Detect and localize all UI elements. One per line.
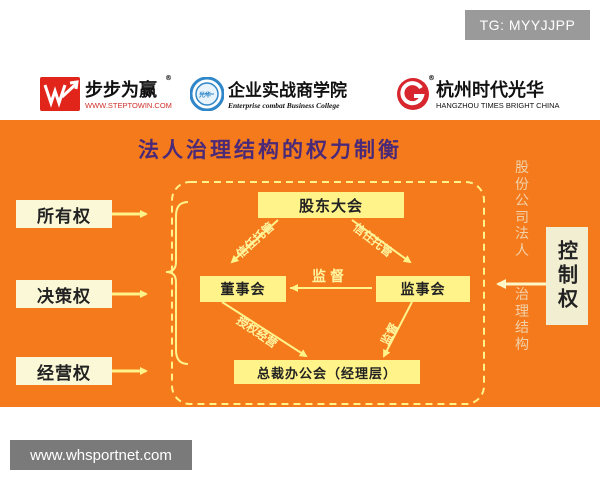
vertical-char: 结	[515, 320, 529, 337]
shareholders-meeting-node: 股东大会	[258, 192, 404, 218]
logo-bar: 步步为赢 ® WWW.STEPTOWIN.COM 光华 企业实战商学院 Ente…	[40, 74, 580, 114]
guanghua-subtitle: HANGZHOU TIMES BRIGHT CHINA	[436, 101, 560, 110]
guanghua-title: 杭州时代光华	[436, 80, 544, 101]
steptowin-url: WWW.STEPTOWIN.COM	[85, 101, 172, 110]
vertical-gap	[506, 259, 538, 287]
steptowin-emblem-icon	[40, 77, 80, 111]
vertical-char: 司	[515, 209, 529, 226]
arrow-shareholders-board	[230, 219, 279, 264]
supervisory-board-node: 监事会	[376, 276, 470, 302]
guanghua-registered: ®	[428, 74, 435, 82]
school-emblem-text: 光华	[199, 92, 212, 99]
vertical-char: 人	[515, 242, 529, 259]
diagram-title: 法人治理结构的权力制衡	[138, 138, 402, 162]
vertical-char: 治	[515, 287, 529, 304]
school-logo: 光华 企业实战商学院 Enterprise combat Business Co…	[190, 74, 390, 114]
steptowin-registered: ®	[165, 74, 172, 82]
diagram-lines	[112, 181, 546, 405]
management-node: 总裁办公会（经理层）	[234, 360, 420, 384]
steptowin-logo: 步步为赢 ® WWW.STEPTOWIN.COM	[40, 74, 180, 114]
governance-diagram: 法人治理结构的权力制衡 所有权 决策权 经营权 股东大会 董事会 监事会 总裁办…	[0, 120, 600, 407]
arrow-supervisors-management	[383, 301, 413, 358]
vertical-char: 法	[515, 226, 529, 243]
vertical-caption: 股 份 公 司 法 人 治 理 结 构	[506, 160, 538, 353]
vertical-char: 理	[515, 303, 529, 320]
decision-box: 决策权	[16, 280, 112, 308]
watermark-tag: TG: MYYJJPP	[465, 10, 590, 40]
source-url-tag: www.whsportnet.com	[10, 440, 192, 470]
dashed-frame	[171, 181, 485, 405]
guanghua-logo: 杭州时代光华 ® HANGZHOU TIMES BRIGHT CHINA	[396, 74, 580, 114]
arrow-board-management	[221, 301, 308, 358]
school-emblem-icon	[190, 77, 224, 111]
arrow-shareholders-supervisors	[351, 219, 412, 264]
vertical-char: 股	[515, 160, 529, 176]
board-of-directors-node: 董事会	[200, 276, 286, 302]
vertical-char: 公	[515, 193, 529, 210]
vertical-char: 构	[515, 336, 529, 353]
control-rights-box: 控制权	[546, 227, 588, 325]
ownership-box: 所有权	[16, 200, 112, 228]
left-brace	[165, 201, 189, 365]
steptowin-title: 步步为赢	[85, 80, 157, 101]
label-supervise-center: 监督	[312, 269, 348, 285]
school-subtitle: Enterprise combat Business College	[228, 101, 340, 110]
school-title: 企业实战商学院	[228, 81, 347, 101]
guanghua-emblem-icon	[397, 78, 429, 110]
vertical-char: 份	[515, 176, 529, 193]
operation-box: 经营权	[16, 357, 112, 385]
